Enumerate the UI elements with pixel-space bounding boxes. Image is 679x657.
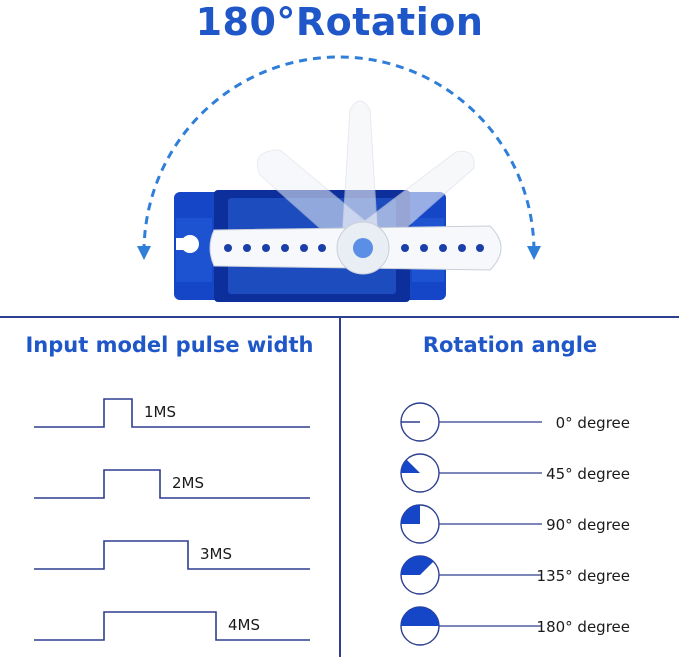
- angle-label-180: 180° degree: [537, 618, 630, 636]
- angle-indicator-135: [400, 555, 440, 595]
- pulse-waveform-3: [34, 540, 310, 570]
- arc-arrowhead-right-icon: [527, 246, 541, 260]
- pulse-waveform-2: [34, 469, 310, 499]
- servo-illustration: [137, 55, 541, 302]
- angle-label-0: 0° degree: [556, 414, 630, 432]
- pulse-label-2: 2MS: [172, 474, 204, 492]
- angle-indicator-180: [400, 606, 440, 646]
- angle-indicator-0: [400, 402, 440, 442]
- pulse-waveform-1: [34, 398, 310, 428]
- pulse-label-1: 1MS: [144, 403, 176, 421]
- servo-horn-horizontal: [209, 221, 502, 275]
- pulse-angle-panels: 1MS 2MS 3MS 4MS 0° degree 45° degree 90° degre…: [34, 398, 630, 646]
- angle-label-90: 90° degree: [546, 516, 630, 534]
- pulse-width-title: Input model pulse width: [25, 333, 314, 357]
- arc-arrowhead-left-icon: [137, 246, 151, 260]
- angle-indicator-90: [400, 504, 440, 544]
- pulse-label-4: 4MS: [228, 616, 260, 634]
- angle-label-45: 45° degree: [546, 465, 630, 483]
- pulse-waveform-4: [34, 611, 310, 641]
- servo-horn-vertical: [341, 100, 379, 243]
- vertical-divider: [339, 316, 341, 657]
- rotation-angle-title: Rotation angle: [422, 333, 598, 357]
- page-title: 180°Rotation: [195, 0, 484, 44]
- pulse-label-3: 3MS: [200, 545, 232, 563]
- angle-label-135: 135° degree: [537, 567, 630, 585]
- angle-indicator-45: [400, 453, 440, 493]
